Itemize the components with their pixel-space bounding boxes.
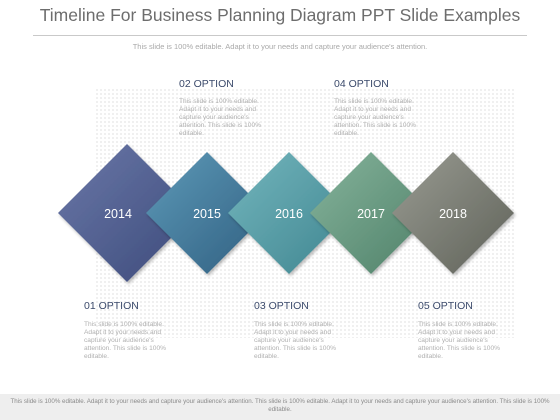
slide-title: Timeline For Business Planning Diagram P… <box>39 5 521 25</box>
slide-subtitle: This slide is 100% editable. Adapt it to… <box>132 42 428 51</box>
option-04-title: 04 OPTION <box>334 78 389 90</box>
diamond-2017 <box>310 152 432 274</box>
option-03-title: 03 OPTION <box>254 300 309 312</box>
option-01-title: 01 OPTION <box>84 300 139 312</box>
diamond-2018 <box>392 152 514 274</box>
year-label-2017: 2017 <box>357 207 385 221</box>
diamond-2015 <box>146 152 268 274</box>
option-02-title: 02 OPTION <box>179 78 234 90</box>
diamond-2016 <box>228 152 350 274</box>
year-label-2016: 2016 <box>275 207 303 221</box>
footer-text: This slide is 100% editable. Adapt it to… <box>10 398 550 413</box>
footer-bar: This slide is 100% editable. Adapt it to… <box>0 394 560 420</box>
option-05-title: 05 OPTION <box>418 300 473 312</box>
year-label-2014: 2014 <box>104 207 132 221</box>
option-02-body: This slide is 100% editable. Adapt it to… <box>179 98 261 137</box>
year-label-2018: 2018 <box>439 207 467 221</box>
title-divider <box>33 35 527 36</box>
year-label-2015: 2015 <box>193 207 221 221</box>
option-01-body: This slide is 100% editable. Adapt it to… <box>84 321 166 360</box>
option-04-body: This slide is 100% editable. Adapt it to… <box>334 98 416 137</box>
option-05-body: This slide is 100% editable. Adapt it to… <box>418 321 500 360</box>
diamond-2014 <box>58 144 196 282</box>
option-03-body: This slide is 100% editable. Adapt it to… <box>254 321 336 360</box>
